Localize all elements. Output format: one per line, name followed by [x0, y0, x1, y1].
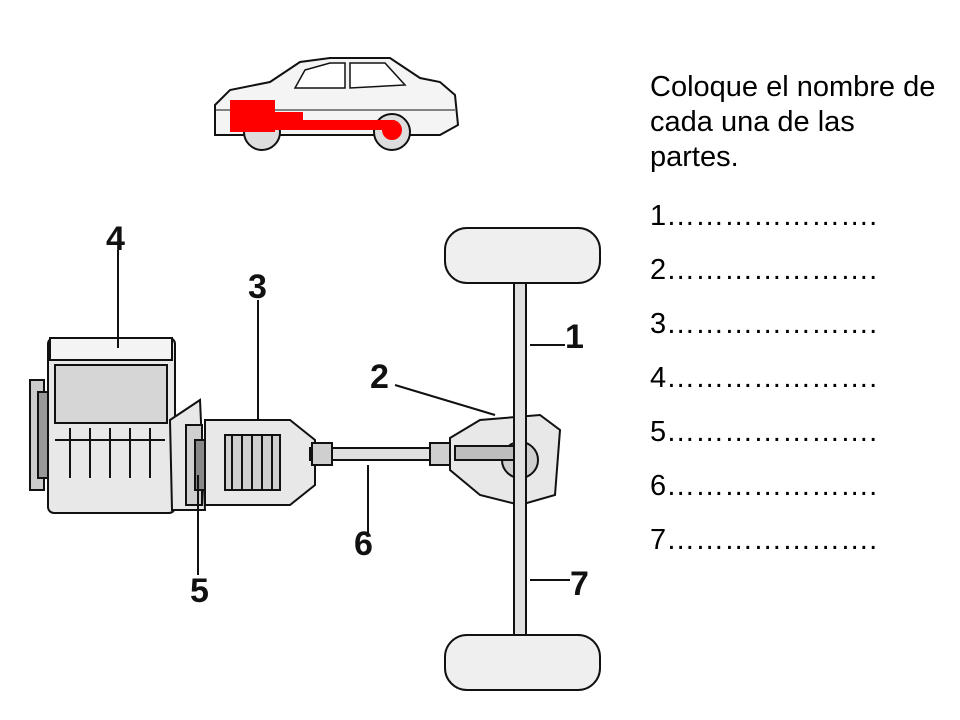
propeller-shaft	[309, 442, 451, 466]
rear-axle	[513, 279, 527, 639]
wheel-top	[444, 227, 601, 284]
answer-line-7: 7………………….	[650, 524, 878, 556]
answer-line-3: 3………………….	[650, 308, 878, 340]
answer-line-4: 4………………….	[650, 362, 878, 394]
worksheet-panel: Coloque el nombre de cada una de las par…	[650, 70, 950, 567]
instruction-text: Coloque el nombre de cada una de las par…	[650, 71, 936, 173]
answer-line-2: 2………………….	[650, 254, 878, 286]
answer-line-5: 5………………….	[650, 416, 878, 448]
callout-4: 4	[106, 220, 125, 258]
drivetrain-diagram: 1 2 3 4 5 6 7	[29, 57, 601, 691]
callout-1: 1	[565, 318, 584, 356]
clutch	[168, 398, 208, 511]
answer-line-6: 6………………….	[650, 470, 878, 502]
callout-5: 5	[190, 572, 209, 610]
engine	[29, 337, 176, 514]
callout-3: 3	[248, 268, 267, 306]
drivetrain-highlight	[230, 100, 402, 140]
callout-7: 7	[570, 565, 589, 603]
gearbox	[204, 419, 316, 506]
callout-6: 6	[354, 525, 373, 563]
leader-lines	[117, 250, 570, 581]
car-thumbnail	[214, 57, 460, 151]
wheel-bottom	[444, 634, 601, 691]
differential	[449, 413, 562, 507]
answer-line-1: 1………………….	[650, 200, 878, 232]
callout-2: 2	[370, 358, 389, 396]
